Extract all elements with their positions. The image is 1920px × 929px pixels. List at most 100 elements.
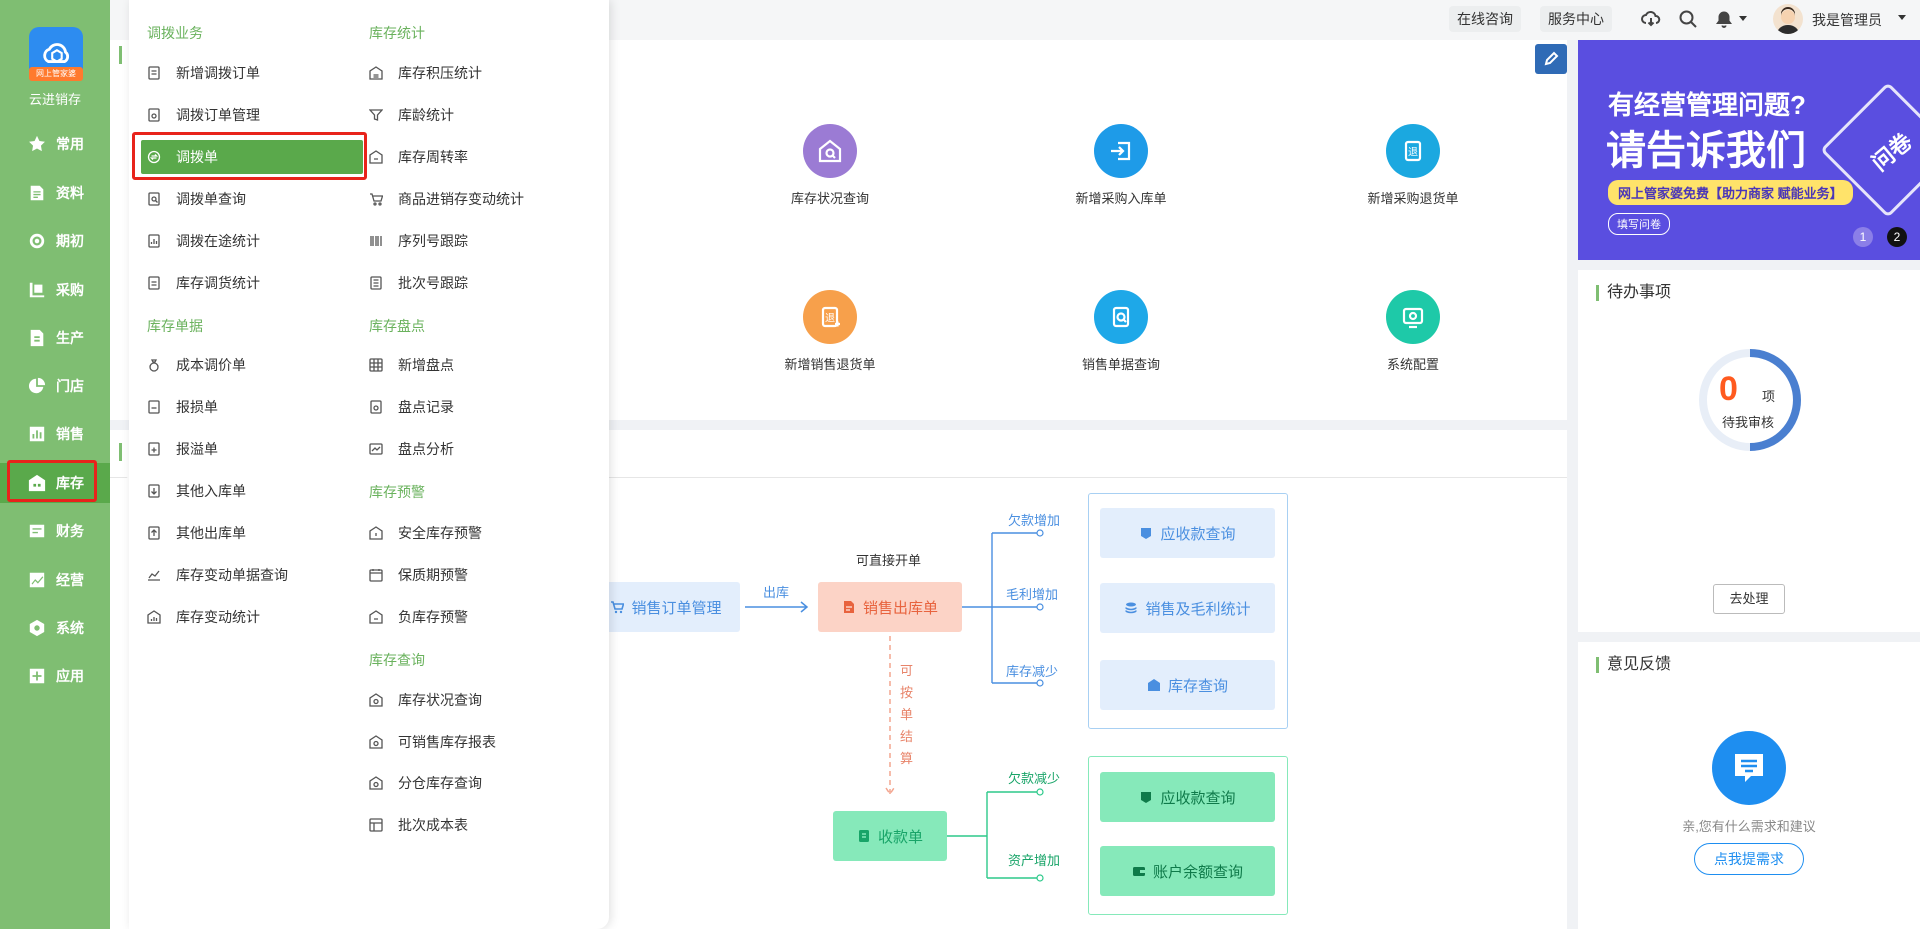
menu-item-stock-age-stats[interactable]: 库龄统计 — [369, 98, 589, 132]
menu-item-transfer-order-mgmt[interactable]: 调拨订单管理 — [147, 98, 347, 132]
receivable-query-button-2[interactable]: 应收款查询 — [1100, 772, 1275, 822]
menu-item-inventory-transfer-stats[interactable]: 库存调货统计 — [147, 266, 347, 300]
out-label: 出库 — [763, 585, 790, 600]
sidebar-item-production[interactable]: 生产 — [0, 318, 110, 358]
sidebar-item-label: 系统 — [56, 620, 84, 636]
target-icon — [28, 232, 46, 250]
menu-item-new-transfer-order[interactable]: 新增调拨订单 — [147, 56, 347, 90]
bell-caret-icon[interactable] — [1739, 16, 1747, 21]
menu-group-transfer-title: 调拨业务 — [147, 25, 203, 41]
menu-item-label: 负库存预警 — [398, 609, 468, 625]
quick-sales-doc-query[interactable]: 销售单据查询 — [1041, 290, 1201, 373]
sidebar-item-operations[interactable]: 经营 — [0, 560, 110, 600]
submit-request-button[interactable]: 点我提需求 — [1694, 843, 1804, 875]
menu-item-batch-cost-table[interactable]: 批次成本表 — [369, 808, 589, 842]
sidebar-item-inventory[interactable]: 库存 — [0, 463, 110, 503]
menu-item-stocktake-analysis[interactable]: 盘点分析 — [369, 432, 589, 466]
sales-order-management-button[interactable]: 销售订单管理 — [592, 582, 740, 632]
online-consult-button[interactable]: 在线咨询 — [1449, 6, 1521, 32]
doc-chart-icon — [147, 234, 161, 248]
user-caret-icon[interactable] — [1898, 15, 1906, 20]
flow-box-label: 销售订单管理 — [631, 599, 722, 617]
menu-item-transfer-transit-stats[interactable]: 调拨在途统计 — [147, 224, 347, 258]
sidebar-item-opening[interactable]: 期初 — [0, 221, 110, 261]
menu-item-label: 保质期预警 — [398, 567, 468, 583]
menu-item-other-outbound[interactable]: 其他出库单 — [147, 516, 347, 550]
cloud-download-icon[interactable] — [1641, 9, 1661, 29]
quick-item-label: 库存状况查询 — [790, 191, 869, 206]
settle-label-chars: 可 按 单 结 算 — [900, 660, 913, 770]
menu-item-batch-tracking[interactable]: 批次号跟踪 — [369, 266, 589, 300]
sidebar-item-label: 生产 — [56, 330, 84, 346]
account-balance-query-button[interactable]: 账户余额查询 — [1100, 846, 1275, 896]
sidebar-item-data[interactable]: 资料 — [0, 173, 110, 213]
menu-item-goods-movement-stats[interactable]: 商品进销存变动统计 — [369, 182, 604, 216]
menu-item-turnover-rate[interactable]: 库存周转率 — [369, 140, 589, 174]
settle-char: 结 — [900, 729, 914, 744]
quick-new-sales-return[interactable]: 退 新增销售退货单 — [750, 290, 910, 373]
sidebar-item-purchase[interactable]: 采购 — [0, 270, 110, 310]
menu-item-inventory-status-query[interactable]: 库存状况查询 — [369, 683, 589, 717]
cart-icon — [28, 281, 46, 299]
menu-item-overflow-report[interactable]: 报溢单 — [147, 432, 347, 466]
process-button[interactable]: 去处理 — [1713, 584, 1785, 614]
quick-system-config[interactable]: 系统配置 — [1333, 290, 1493, 373]
sidebar-item-finance[interactable]: 财务 — [0, 511, 110, 551]
trend-icon — [28, 571, 46, 589]
sidebar-item-label: 库存 — [56, 475, 84, 491]
avatar[interactable] — [1773, 4, 1803, 34]
menu-item-warehouse-stock-query[interactable]: 分仓库存查询 — [369, 766, 589, 800]
receipt-button[interactable]: 收款单 — [833, 811, 947, 861]
sidebar-item-common[interactable]: 常用 — [0, 124, 110, 164]
quick-inventory-status[interactable]: 库存状况查询 — [750, 124, 910, 207]
warehouse-alert-icon — [369, 526, 383, 540]
menu-item-negative-stock-alert[interactable]: 负库存预警 — [369, 600, 589, 634]
menu-item-cost-adjust[interactable]: 成本调价单 — [147, 348, 347, 382]
quick-new-purchase-return[interactable]: 退 新增采购退货单 — [1333, 124, 1493, 207]
menu-item-safety-stock-alert[interactable]: 安全库存预警 — [369, 516, 589, 550]
menu-item-transfer-order[interactable]: 调拨单 — [141, 140, 363, 174]
menu-item-stocktake-records[interactable]: 盘点记录 — [369, 390, 589, 424]
menu-item-new-stocktake[interactable]: 新增盘点 — [369, 348, 589, 382]
sales-profit-stats-button[interactable]: 销售及毛利统计 — [1100, 583, 1275, 633]
inventory-query-button[interactable]: 库存查询 — [1100, 660, 1275, 710]
menu-item-label: 批次号跟踪 — [398, 275, 468, 291]
pencil-icon — [1544, 51, 1559, 66]
menu-item-inventory-change-stats[interactable]: 库存变动统计 — [147, 600, 347, 634]
sidebar-item-label: 销售 — [56, 426, 84, 442]
search-icon[interactable] — [1678, 9, 1698, 29]
bell-icon[interactable] — [1714, 9, 1734, 29]
menu-item-inventory-change-query[interactable]: 库存变动单据查询 — [147, 558, 367, 592]
promo-banner[interactable]: 有经营管理问题? 请告诉我们 网上管家婆免费【助力商家 赋能业务】 填写问卷 问… — [1578, 40, 1920, 260]
menu-item-transfer-query[interactable]: 调拨单查询 — [147, 182, 347, 216]
menu-item-sellable-stock-report[interactable]: 可销售库存报表 — [369, 725, 589, 759]
sidebar-item-apps[interactable]: 应用 — [0, 656, 110, 696]
fill-survey-button[interactable]: 填写问卷 — [1608, 213, 1670, 235]
menu-item-expiry-alert[interactable]: 保质期预警 — [369, 558, 589, 592]
quick-new-purchase-in[interactable]: 新增采购入库单 — [1041, 124, 1201, 207]
branch-label: 资产增加 — [1008, 853, 1061, 868]
doc-minus-icon — [147, 400, 161, 414]
menu-item-label: 新增盘点 — [398, 357, 454, 373]
banner-dot-1[interactable]: 1 — [1853, 227, 1873, 247]
edit-button[interactable] — [1535, 44, 1567, 74]
menu-item-serial-tracking[interactable]: 序列号跟踪 — [369, 224, 589, 258]
user-name[interactable]: 我是管理员 — [1812, 12, 1882, 28]
section-marker — [119, 46, 122, 64]
menu-item-overstock-stats[interactable]: 库存积压统计 — [369, 56, 589, 90]
banner-dot-2[interactable]: 2 — [1887, 227, 1907, 247]
sales-out-order-button[interactable]: 销售出库单 — [818, 582, 962, 632]
banner-title: 有经营管理问题? — [1608, 90, 1806, 120]
doc-settings-icon — [147, 108, 161, 122]
menu-item-label: 调拨在途统计 — [176, 233, 260, 249]
sidebar-item-store[interactable]: 门店 — [0, 366, 110, 406]
menu-item-label: 安全库存预警 — [398, 525, 482, 541]
service-center-button[interactable]: 服务中心 — [1540, 6, 1612, 32]
menu-item-damage-report[interactable]: 报损单 — [147, 390, 347, 424]
sidebar-item-sales[interactable]: 销售 — [0, 414, 110, 454]
menu-item-other-inbound[interactable]: 其他入库单 — [147, 474, 347, 508]
menu-item-label: 商品进销存变动统计 — [398, 191, 524, 207]
feedback-title: 意见反馈 — [1596, 657, 1671, 673]
receivable-query-button[interactable]: 应收款查询 — [1100, 508, 1275, 558]
sidebar-item-system[interactable]: 系统 — [0, 608, 110, 648]
